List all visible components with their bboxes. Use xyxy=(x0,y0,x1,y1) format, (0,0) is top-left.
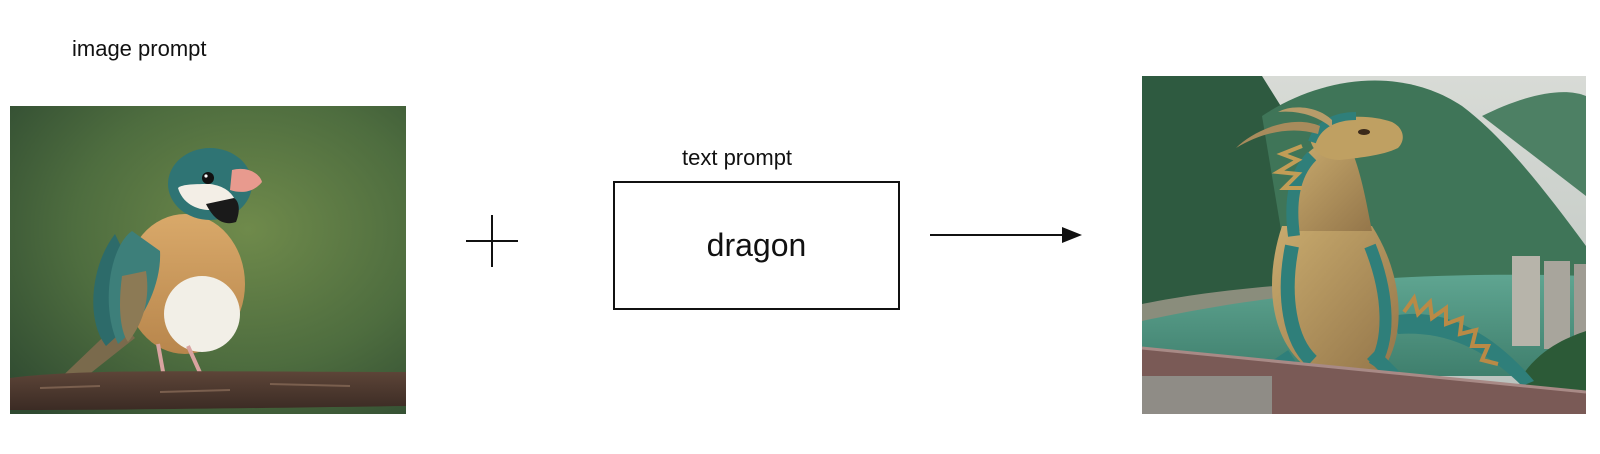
output-dragon-image xyxy=(1142,76,1586,414)
text-prompt-value: dragon xyxy=(706,227,807,263)
input-bird-image xyxy=(10,106,406,414)
bird-illustration xyxy=(10,106,406,414)
text-prompt-label: text prompt xyxy=(682,145,793,170)
image-prompt-label: image prompt xyxy=(72,36,207,61)
dragon-illustration xyxy=(1142,76,1586,414)
arrow-right-icon xyxy=(930,227,1082,243)
plus-icon xyxy=(466,215,518,267)
text-prompt-box: dragon xyxy=(613,181,900,310)
